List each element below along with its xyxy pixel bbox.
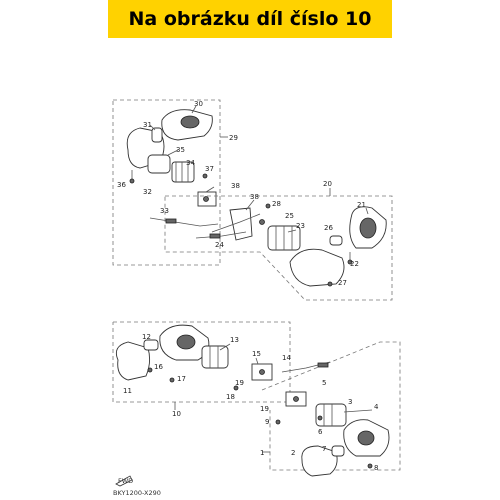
part-label-5: 5 — [322, 379, 326, 387]
part-label-32: 32 — [143, 188, 152, 196]
part-label-1: 1 — [260, 449, 264, 457]
assembly-10 — [112, 321, 291, 410]
part-label-2: 2 — [291, 449, 295, 457]
fwd-label: FWD — [118, 477, 133, 485]
part-label-31: 31 — [143, 121, 152, 129]
part-label-37: 37 — [205, 165, 214, 173]
part-label-30: 30 — [194, 100, 203, 108]
part-label-20: 20 — [323, 180, 332, 188]
part-label-21: 21 — [357, 201, 366, 209]
assembly-29 — [112, 99, 228, 266]
part-label-33: 33 — [160, 207, 169, 215]
assembly-20 — [164, 188, 393, 301]
part-label-19-right: 19 — [260, 405, 269, 413]
part-label-26: 26 — [324, 224, 333, 232]
assembly-1 — [261, 341, 401, 477]
part-label-35: 35 — [176, 146, 185, 154]
part-label-16: 16 — [154, 363, 163, 371]
title-banner: Na obrázku díl číslo 10 — [108, 0, 392, 38]
part-label-13: 13 — [230, 336, 239, 344]
part-label-6: 6 — [318, 428, 323, 436]
page-title: Na obrázku díl číslo 10 — [128, 8, 372, 30]
part-label-29: 29 — [229, 134, 238, 142]
part-label-18: 18 — [226, 393, 235, 401]
part-label-38-upper: 38 — [231, 182, 240, 190]
part-label-12: 12 — [142, 333, 151, 341]
part-label-14: 14 — [282, 354, 291, 362]
part-label-11: 11 — [123, 387, 132, 395]
part-label-3: 3 — [348, 398, 352, 406]
diagram-code: BKY1200-X290 — [113, 489, 161, 497]
part-label-38-right: 38 — [250, 193, 259, 201]
part-label-15: 15 — [252, 350, 261, 358]
part-label-25: 25 — [285, 212, 294, 220]
part-label-17: 17 — [177, 375, 186, 383]
part-label-4: 4 — [374, 403, 379, 411]
part-label-24: 24 — [215, 241, 224, 249]
leader-lines — [149, 105, 373, 413]
part-label-27: 27 — [338, 279, 347, 287]
part-label-36: 36 — [117, 181, 126, 189]
forward-arrow-icon: FWD — [115, 475, 133, 487]
part-label-22: 22 — [350, 260, 359, 268]
part-label-34: 34 — [186, 159, 195, 167]
part-label-19-left: 19 — [235, 379, 244, 387]
part-label-28: 28 — [272, 200, 281, 208]
part-label-23: 23 — [296, 222, 305, 230]
part-label-8: 8 — [374, 464, 378, 472]
part-label-10: 10 — [172, 410, 181, 418]
part-label-9: 9 — [265, 418, 269, 426]
part-label-7: 7 — [322, 445, 326, 453]
part-labels: 30 31 29 35 34 37 32 36 38 33 20 38 28 2… — [117, 100, 379, 472]
